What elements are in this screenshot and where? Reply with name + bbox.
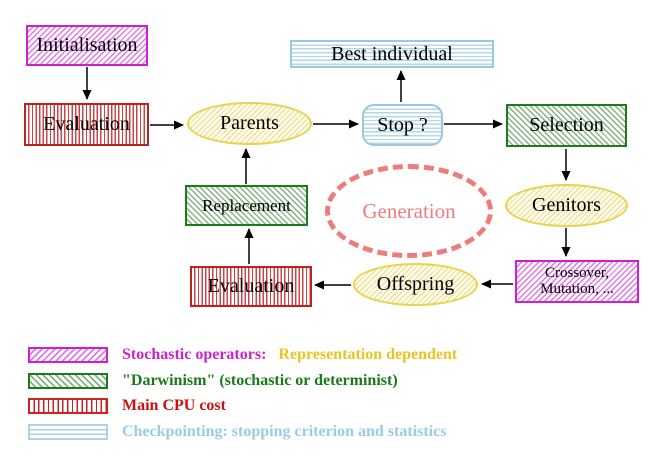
red-stripes-swatch (28, 398, 108, 414)
legend-row-cpu-cost: Main CPU cost (28, 397, 226, 415)
legend-checkpointing-text: Checkpointing: stopping criterion and st… (122, 423, 447, 440)
node-stop: Stop ? (362, 104, 443, 146)
node-crossover-mutation: Crossover, Mutation, ... (515, 260, 639, 303)
generation-cycle-ellipse: Generation (325, 164, 493, 258)
legend-stochastic-text: Stochastic operators: (122, 346, 267, 363)
node-initialisation: Initialisation (26, 25, 148, 66)
legend-representation-text: Representation dependent (278, 346, 458, 363)
magenta-hatch-swatch (28, 347, 108, 363)
crossover-line1: Crossover, (545, 264, 609, 281)
node-genitors: Genitors (505, 184, 628, 227)
crossover-line2: Mutation, ... (540, 280, 614, 297)
node-evaluation-top: Evaluation (24, 103, 149, 146)
legend-cpu-text: Main CPU cost (122, 397, 226, 414)
node-replacement: Replacement (185, 185, 308, 226)
node-selection: Selection (506, 104, 627, 147)
legend-darwinism-text: "Darwinism" (stochastic or determinist) (122, 372, 398, 389)
node-offspring: Offspring (353, 263, 478, 306)
legend-row-darwinism: "Darwinism" (stochastic or determinist) (28, 372, 398, 390)
legend-label-stochastic: Stochastic operators: Representation dep… (122, 346, 457, 364)
green-hatch-swatch (28, 373, 108, 389)
generation-label: Generation (362, 198, 456, 223)
node-best-individual: Best individual (290, 40, 494, 68)
node-evaluation-bottom: Evaluation (190, 266, 312, 307)
cyan-stripes-swatch (28, 424, 108, 440)
node-parents: Parents (187, 102, 312, 145)
legend-row-stochastic: Stochastic operators: Representation dep… (28, 346, 457, 364)
legend-row-checkpointing: Checkpointing: stopping criterion and st… (28, 423, 446, 441)
